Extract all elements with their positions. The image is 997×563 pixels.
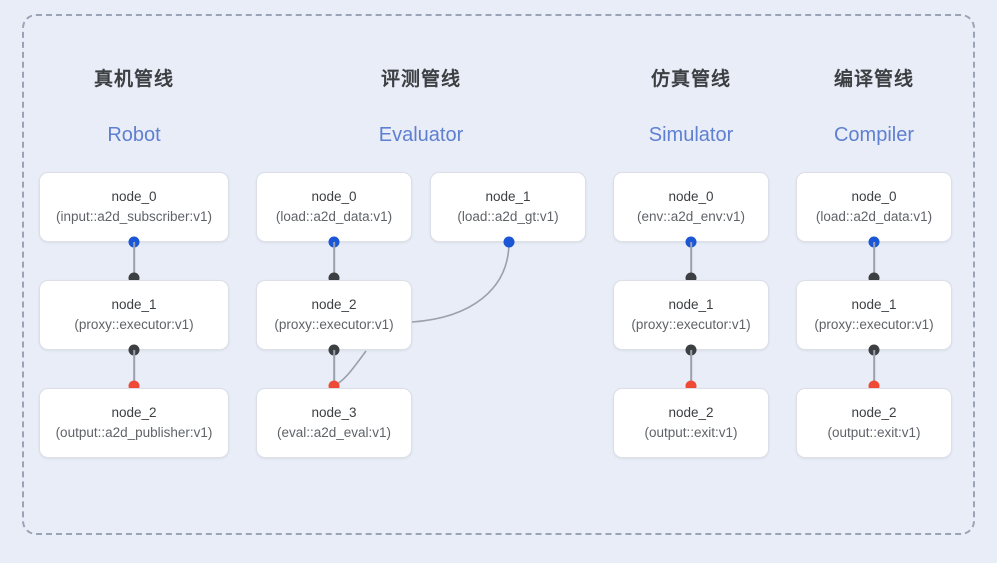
node-name: node_1 — [851, 297, 897, 313]
column-subtitle-simulator: Simulator — [648, 124, 734, 146]
port-input-compiler-2[interactable] — [868, 380, 880, 392]
node-robot-1[interactable]: node_1 (proxy::executor:v1) — [39, 280, 229, 350]
node-name: node_2 — [668, 405, 714, 421]
node-name: node_3 — [311, 405, 357, 421]
port-input-simulator-2[interactable] — [685, 380, 697, 392]
node-spec: (load::a2d_data:v1) — [815, 209, 933, 224]
node-name: node_1 — [668, 297, 714, 313]
node-name: node_1 — [111, 297, 157, 313]
port-input-evaluator-3[interactable] — [328, 380, 340, 392]
column-title-robot: 真机管线 — [93, 69, 174, 90]
pipeline-panel-boundary — [22, 14, 975, 535]
node-name: node_0 — [311, 189, 357, 205]
node-robot-2[interactable]: node_2 (output::a2d_publisher:v1) — [39, 388, 229, 458]
node-name: node_2 — [851, 405, 897, 421]
edge-evaluator-2-3 — [333, 350, 335, 386]
column-title-evaluator: 评测管线 — [380, 69, 461, 90]
column-title-simulator: 仿真管线 — [650, 69, 731, 90]
node-spec: (proxy::executor:v1) — [274, 317, 394, 332]
port-input-robot-1[interactable] — [128, 272, 140, 284]
node-spec: (load::a2d_gt:v1) — [457, 209, 559, 224]
node-evaluator-3[interactable]: node_3 (eval::a2d_eval:v1) — [256, 388, 412, 458]
node-spec: (proxy::executor:v1) — [74, 317, 194, 332]
node-simulator-1[interactable]: node_1 (proxy::executor:v1) — [613, 280, 769, 350]
node-name: node_0 — [111, 189, 157, 205]
column-subtitle-evaluator: Evaluator — [378, 124, 464, 146]
column-title-compiler: 编译管线 — [833, 69, 914, 90]
edge-compiler-1-2 — [873, 350, 875, 386]
edge-simulator-1-2 — [690, 350, 692, 386]
port-input-compiler-1[interactable] — [868, 272, 880, 284]
node-spec: (output::exit:v1) — [827, 425, 921, 440]
node-spec: (output::a2d_publisher:v1) — [55, 425, 213, 440]
port-input-simulator-1[interactable] — [685, 272, 697, 284]
column-subtitle-robot: Robot — [107, 124, 161, 146]
node-compiler-0[interactable]: node_0 (load::a2d_data:v1) — [796, 172, 952, 242]
node-name: node_1 — [485, 189, 531, 205]
node-spec: (proxy::executor:v1) — [814, 317, 934, 332]
node-robot-0[interactable]: node_0 (input::a2d_subscriber:v1) — [39, 172, 229, 242]
node-simulator-0[interactable]: node_0 (env::a2d_env:v1) — [613, 172, 769, 242]
port-input-evaluator-2[interactable] — [328, 272, 340, 284]
column-subtitle-compiler: Compiler — [833, 124, 915, 146]
node-simulator-2[interactable]: node_2 (output::exit:v1) — [613, 388, 769, 458]
node-evaluator-gt[interactable]: node_1 (load::a2d_gt:v1) — [430, 172, 586, 242]
edge-simulator-0-1 — [690, 242, 692, 278]
node-name: node_0 — [851, 189, 897, 205]
node-spec: (proxy::executor:v1) — [631, 317, 751, 332]
edge-robot-0-1 — [133, 242, 135, 278]
node-compiler-1[interactable]: node_1 (proxy::executor:v1) — [796, 280, 952, 350]
node-spec: (output::exit:v1) — [644, 425, 738, 440]
port-input-robot-2[interactable] — [128, 380, 140, 392]
node-name: node_2 — [311, 297, 357, 313]
node-spec: (input::a2d_subscriber:v1) — [55, 209, 213, 224]
node-spec: (eval::a2d_eval:v1) — [276, 425, 392, 440]
node-spec: (load::a2d_data:v1) — [275, 209, 393, 224]
edge-compiler-0-1 — [873, 242, 875, 278]
node-compiler-2[interactable]: node_2 (output::exit:v1) — [796, 388, 952, 458]
node-name: node_0 — [668, 189, 714, 205]
edge-robot-1-2 — [133, 350, 135, 386]
node-evaluator-0[interactable]: node_0 (load::a2d_data:v1) — [256, 172, 412, 242]
port-output-evaluator-gt[interactable] — [503, 236, 515, 248]
edge-evaluator-0-2 — [333, 242, 335, 278]
node-evaluator-2[interactable]: node_2 (proxy::executor:v1) — [256, 280, 412, 350]
node-name: node_2 — [111, 405, 157, 421]
node-spec: (env::a2d_env:v1) — [636, 209, 746, 224]
